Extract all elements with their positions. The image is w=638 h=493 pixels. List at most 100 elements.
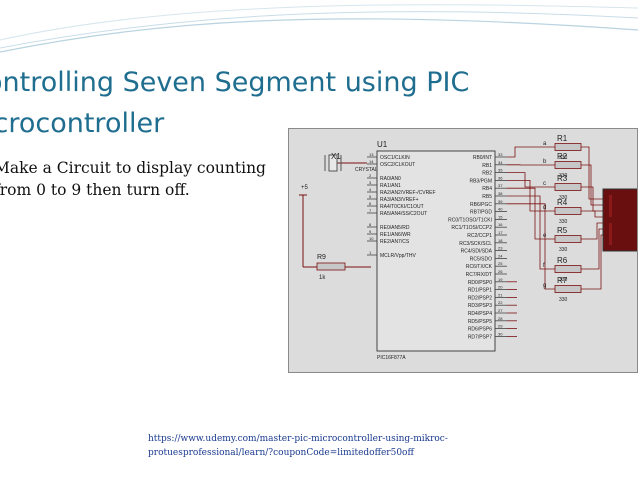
pin-number: 29 (498, 324, 503, 329)
pin-number: 36 (498, 175, 503, 180)
reset-resistor-value: 1k (319, 275, 326, 281)
course-link[interactable]: https://www.udemy.com/master-pic-microco… (148, 434, 448, 458)
pin-number: 34 (498, 160, 503, 165)
resistor-value: 330 (559, 247, 568, 253)
pin-name: RA5/AN4/SS/C2OUT (380, 211, 427, 217)
pin-name: RD0/PSP0 (468, 280, 492, 286)
reset-resistor-name: R9 (317, 254, 326, 261)
resistor-body (554, 207, 582, 215)
pin-name: RC7/RX/DT (466, 272, 492, 278)
pin-name: RD7/PSP7 (468, 334, 492, 340)
bullet-text: Make a Circuit to display counting from … (0, 159, 266, 199)
pin-name: RD1/PSP1 (468, 288, 492, 294)
chip-label: U1 (377, 140, 388, 149)
display-wire (581, 146, 603, 200)
segment-wire (507, 172, 555, 188)
pin-number: 33 (498, 152, 503, 157)
segment-wire (507, 195, 555, 270)
segment-wire (507, 203, 555, 290)
pin-name: RD3/PSP3 (468, 303, 492, 309)
pin-number: 40 (498, 207, 503, 212)
pin-name: RD2/PSP2 (468, 295, 492, 301)
display-wire (581, 228, 603, 270)
pin-name: OSC2/CLKOUT (380, 162, 415, 168)
pin-number: 14 (369, 159, 374, 164)
pin-name: RD4/PSP4 (468, 311, 492, 317)
segment-letter: c (543, 181, 546, 187)
pic-chip (376, 150, 496, 352)
pin-name: RB5 (482, 194, 492, 200)
segment-letter: d (543, 205, 546, 211)
pin-number: 1 (369, 250, 372, 255)
pin-name: RB1 (482, 163, 492, 169)
pin-name: RB0/INT (473, 155, 492, 161)
pin-name: RB4 (482, 186, 492, 192)
resistor-body (554, 265, 582, 273)
segment-letter: b (543, 159, 547, 165)
pin-name: RE2/AN7/CS (380, 239, 410, 245)
pin-number: 9 (369, 229, 372, 234)
pin-name: RC2/CCP1 (467, 233, 492, 239)
pin-name: RC5/SDO (470, 256, 492, 262)
resistor-name: R1 (557, 134, 568, 143)
segment-letter: g (543, 283, 546, 289)
pin-number: 8 (369, 222, 372, 227)
pin-number: 17 (498, 230, 503, 235)
resistor-name: R4 (557, 198, 568, 207)
pin-number: 19 (498, 277, 503, 282)
chip-part: PIC16F877A (377, 355, 406, 361)
crystal-label: X1 (331, 152, 341, 161)
pin-name: RC0/T1OSO/T1CKI (448, 217, 492, 223)
pin-number: 4 (369, 187, 372, 192)
pin-number: 27 (498, 308, 503, 313)
pin-number: 24 (498, 253, 503, 258)
resistor-value: 330 (559, 219, 568, 225)
resistor-value: 330 (559, 195, 568, 201)
resistor-name: R2 (557, 152, 568, 161)
pin-number: 21 (498, 292, 503, 297)
pin-number: 2 (369, 173, 372, 178)
pin-name: RB2 (482, 171, 492, 177)
resistor-body (554, 143, 582, 151)
pin-number: 23 (498, 246, 503, 251)
resistor-body (554, 285, 582, 293)
pin-number: 6 (369, 201, 372, 206)
pin-number: 22 (498, 300, 503, 305)
segment-wire (507, 146, 555, 158)
pin-name: MCLR/Vpp/THV (380, 253, 417, 259)
pin-number: 18 (498, 238, 503, 243)
pin-number: 10 (369, 236, 374, 241)
pin-number: 30 (498, 331, 503, 336)
pin-name: RB6/PGC (470, 202, 492, 208)
display-wire (581, 210, 603, 218)
pin-number: 26 (498, 269, 503, 274)
resistor-body (554, 161, 582, 169)
pin-number: 39 (498, 199, 503, 204)
pin-number: 15 (498, 214, 503, 219)
pin-name: RA2/AN2/VREF-/CVREF (380, 190, 436, 196)
pin-number: 7 (369, 208, 372, 213)
pin-name: RB7/PGD (470, 210, 492, 216)
pin-name: RA1/AN1 (380, 183, 401, 189)
resistor-r9 (316, 262, 346, 271)
pin-number: 38 (498, 191, 503, 196)
pin-number: 35 (498, 168, 503, 173)
resistor-value: 330 (559, 155, 568, 161)
resistor-name: R5 (557, 226, 568, 235)
pin-name: RA4/T0CKI/C1OUT (380, 204, 424, 210)
pin-name: RC1/T1OSI/CCP2 (451, 225, 492, 231)
pin-name: RC4/SDI/SDA (461, 249, 493, 255)
display-wire (581, 222, 603, 240)
crystal-freq: CRYSTAL (355, 167, 378, 173)
supply-wire (299, 194, 371, 268)
pin-number: 13 (369, 152, 374, 157)
segment-letter: e (543, 233, 547, 239)
pin-name: RD5/PSP5 (468, 319, 492, 325)
resistor-body (554, 183, 582, 191)
pin-name: RE0/AN5/RD (380, 225, 410, 231)
pin-name: RA3/AN3/VREF+ (380, 197, 419, 203)
display-wire (581, 164, 603, 206)
pin-number: 5 (369, 194, 372, 199)
wave-decoration (0, 4, 638, 53)
crystal-symbol (324, 154, 367, 172)
